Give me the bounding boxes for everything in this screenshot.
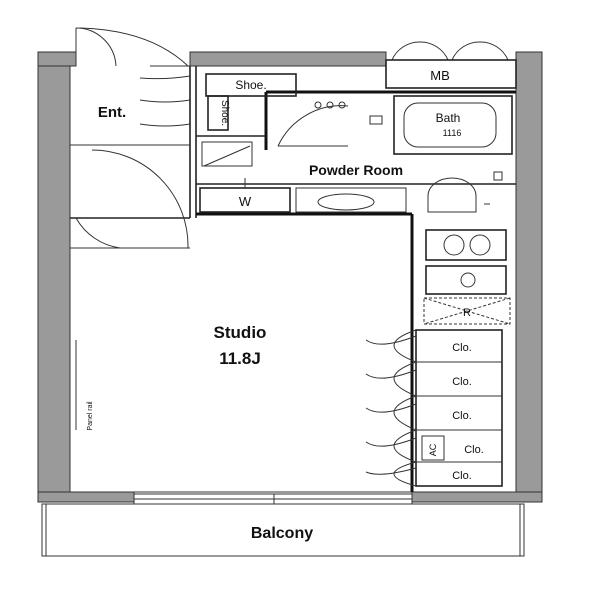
closet-label-2: Clo. [452, 376, 472, 388]
shoe-cabinet-top-label: Shoe. [235, 78, 266, 92]
studio-label: Studio [214, 323, 267, 342]
panel-rail-label: Panel rail [87, 401, 94, 431]
balcony [41, 503, 525, 557]
closets [365, 329, 503, 487]
toilet [427, 171, 503, 213]
entrance-label: Ent. [98, 104, 126, 121]
refrigerator [423, 297, 511, 325]
shoe-cabinet-side [207, 95, 229, 131]
washer-label: W [239, 194, 252, 209]
balcony-window [133, 493, 413, 505]
faucet-icon [314, 101, 383, 125]
interior-walls [69, 59, 517, 493]
bathtub [403, 102, 497, 148]
closet-label-1: Clo. [452, 342, 472, 354]
utility-door [201, 141, 253, 167]
washbasin [295, 187, 407, 213]
entrance-door [70, 27, 191, 249]
bath-size-label: 1116 [443, 128, 462, 138]
air-conditioner-label: AC [428, 443, 438, 456]
balcony-label: Balcony [251, 525, 313, 542]
kitchen-counter [425, 229, 507, 295]
closet-label-5: Clo. [452, 470, 472, 482]
shoe-cabinet-top [205, 73, 297, 97]
meter-box-doors [391, 41, 509, 61]
closet-label-4: Clo. [464, 444, 484, 456]
exterior-walls [37, 51, 543, 503]
shoe-cabinet-side-label: Shoe. [219, 100, 230, 126]
powder-room-label: Powder Room [309, 162, 403, 178]
bath-label: Bath [436, 111, 461, 125]
meter-box-label: MB [430, 68, 450, 83]
refrigerator-label: R [463, 307, 471, 319]
closet-label-3: Clo. [452, 410, 472, 422]
toilet-door [277, 105, 349, 147]
studio-size-label: 11.8J [219, 349, 261, 368]
